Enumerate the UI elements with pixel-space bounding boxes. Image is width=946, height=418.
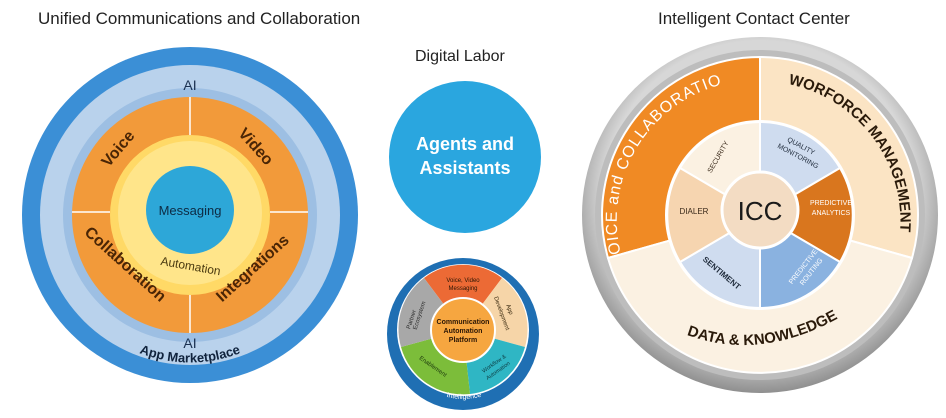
agents-line2: Assistants [419, 158, 510, 178]
cap-partner-line1: Partner [406, 309, 418, 330]
icc-dialer-label: DIALER [680, 207, 709, 216]
ucc-ai-bottom-label: AI [183, 335, 196, 351]
icc-seg-dialer [666, 166, 762, 264]
icc-center-label: ICC [738, 196, 783, 226]
heading-icc: Intelligent Contact Center [658, 9, 850, 28]
heading-digital-labor: Digital Labor [415, 48, 505, 65]
cap-center-line2: Automation [444, 328, 483, 335]
cap-center-line3: Platform [449, 337, 477, 344]
agents-diagram: Agents and Assistants [389, 81, 541, 233]
agents-line1: Agents and [416, 134, 514, 154]
icc-analytics-line1: PREDICTIVE [810, 200, 852, 207]
ucc-ai-top-label: AI [183, 77, 196, 93]
cap-intelligence-label: Intelligence [446, 392, 482, 401]
heading-ucc: Unified Communications and Collaboration [38, 9, 361, 28]
icc-seg-analytics [758, 166, 854, 264]
cap-center-line1: Communication [437, 319, 490, 326]
cap-center [430, 297, 496, 363]
cap-voice-line1: Voice, Video [446, 278, 480, 284]
cap-intelligence-path: Intelligence [446, 392, 482, 401]
agents-circle [389, 81, 541, 233]
icc-analytics-line2: ANALYTICS [812, 210, 851, 217]
ucc-diagram: AI AI App Marketplace Voice Video Collab… [22, 47, 358, 383]
icc-center [720, 170, 800, 250]
cap-diagram: Communication Automation Platform Voice,… [387, 258, 539, 410]
cap-voice-line2: Messaging [448, 286, 477, 292]
ucc-core-label: Messaging [159, 203, 222, 218]
cap-app-line1: App [504, 304, 514, 317]
ucc-core [146, 166, 234, 254]
